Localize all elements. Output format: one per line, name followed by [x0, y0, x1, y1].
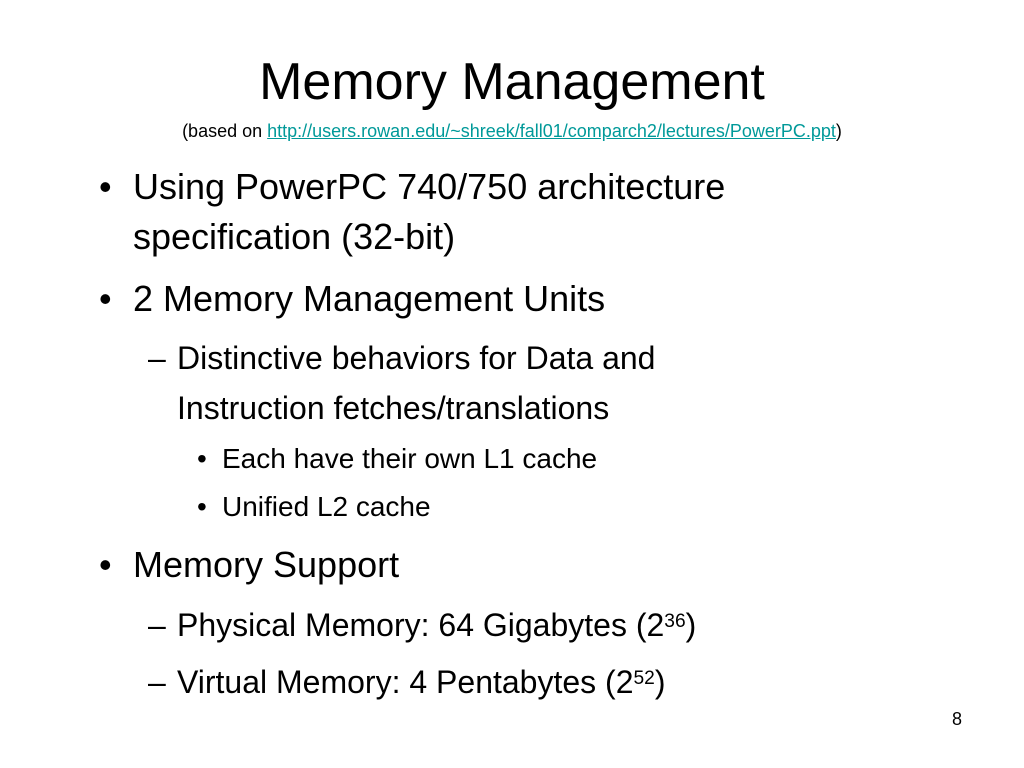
bullet-text: Memory Support [133, 544, 400, 585]
bullet-marker: • [99, 166, 112, 207]
source-link[interactable]: http://users.rowan.edu/~shreek/fall01/co… [267, 121, 836, 141]
subbullet-physical-memory: – Physical Memory: 64 Gigabytes (236) [148, 603, 697, 647]
page-number: 8 [951, 709, 962, 729]
subsubbullet-marker: • [197, 491, 207, 522]
subtitle-prefix: (based on [182, 121, 268, 141]
subsubbullet-marker: • [197, 443, 207, 474]
subbullet-virtual-memory: – Virtual Memory: 4 Pentabytes (252) [148, 660, 666, 704]
subbullet-marker: – [148, 607, 166, 643]
subsubbullet-l2-cache: • Unified L2 cache [197, 490, 431, 524]
subsubbullet-l1-cache: • Each have their own L1 cache [197, 442, 598, 476]
subbullet-marker: – [148, 340, 166, 376]
slide-subtitle: (based on http://users.rowan.edu/~shreek… [0, 120, 1024, 142]
subtitle-suffix: ) [835, 121, 842, 141]
exponent: 52 [633, 668, 655, 690]
subbullet-close: ) [685, 607, 697, 643]
bullet-mmu: • 2 Memory Management Units [99, 274, 606, 324]
bullet-powerpc-line2: specification (32-bit) [133, 212, 455, 262]
subbullet-text: Instruction fetches/translations [177, 390, 610, 426]
subbullet-marker: – [148, 664, 166, 700]
bullet-text: 2 Memory Management Units [133, 278, 606, 319]
subbullet-text: Physical Memory: 64 Gigabytes (2 [177, 607, 665, 643]
subbullet-close: ) [654, 664, 666, 700]
bullet-marker: • [99, 544, 112, 585]
bullet-memory-support: • Memory Support [99, 540, 400, 590]
subbullet-distinctive-line1: – Distinctive behaviors for Data and [148, 336, 656, 380]
bullet-powerpc-line1: • Using PowerPC 740/750 architecture [99, 162, 726, 212]
bullet-text: specification (32-bit) [133, 216, 456, 257]
exponent: 36 [664, 611, 686, 633]
subsubbullet-text: Each have their own L1 cache [222, 443, 598, 474]
subbullet-text: Virtual Memory: 4 Pentabytes (2 [177, 664, 634, 700]
subbullet-distinctive-line2: Instruction fetches/translations [177, 386, 609, 430]
bullet-text: Using PowerPC 740/750 architecture [133, 166, 726, 207]
subbullet-text: Distinctive behaviors for Data and [177, 340, 656, 376]
bullet-marker: • [99, 278, 112, 319]
subsubbullet-text: Unified L2 cache [222, 491, 431, 522]
slide-title: Memory Management [259, 53, 765, 111]
